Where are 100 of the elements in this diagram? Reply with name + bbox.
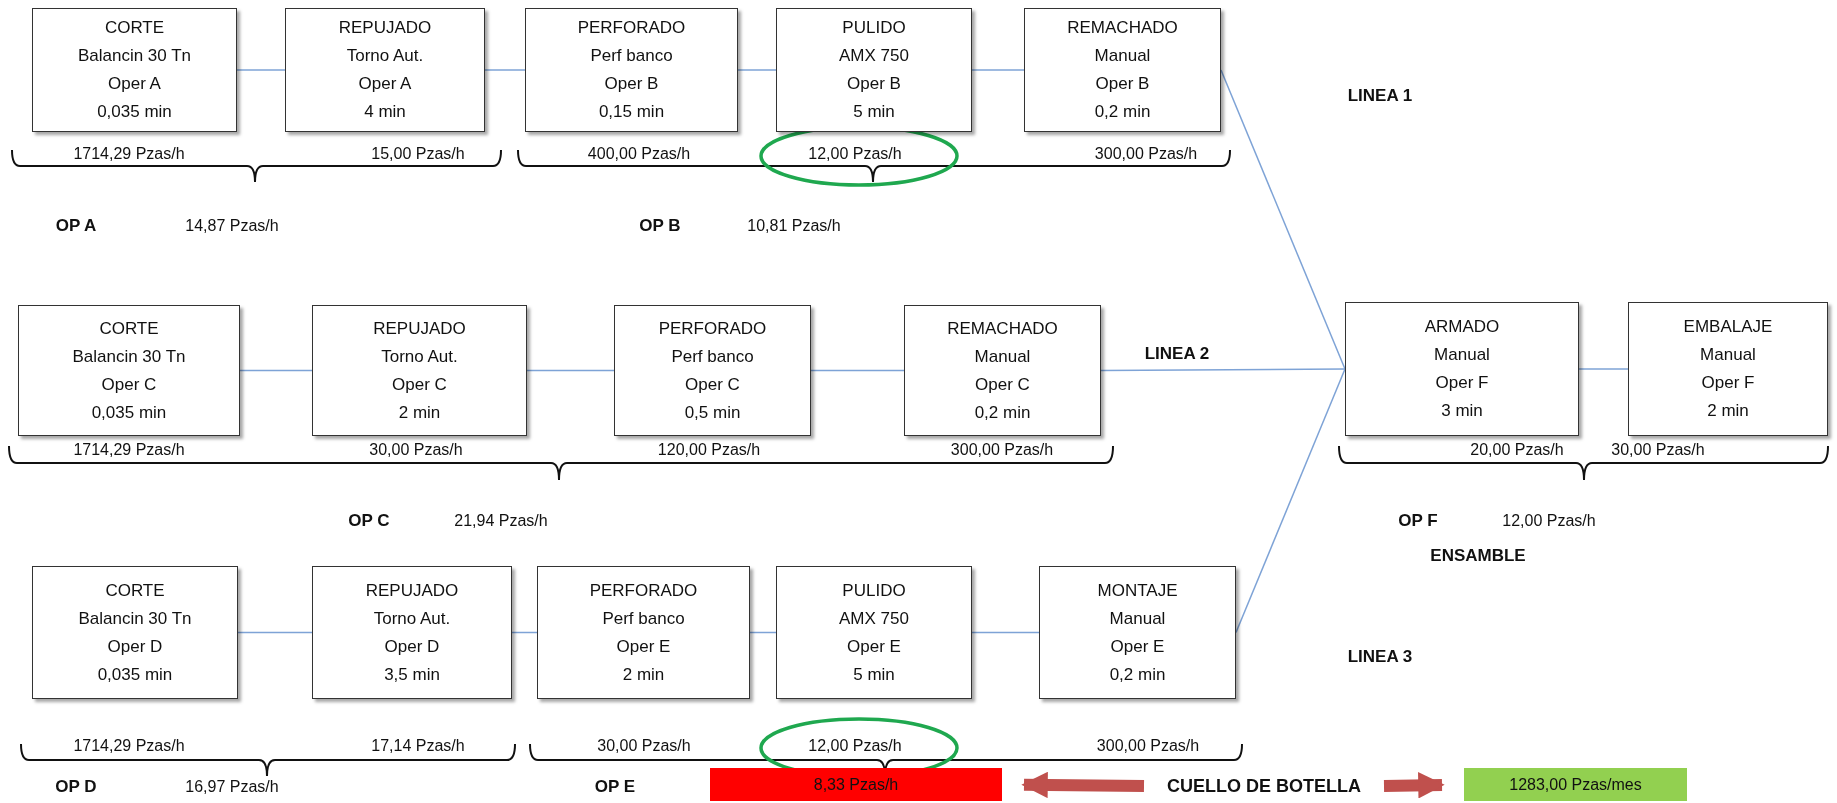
rate-value: 15,00 Pzas/h (371, 145, 465, 163)
process-box (1024, 8, 1221, 132)
connector-line (1100, 368, 1346, 372)
rate-value: 21,94 Pzas/h (454, 512, 548, 530)
step-title: PULIDO (842, 579, 906, 602)
process-box (1345, 302, 1579, 436)
connector-line (236, 69, 286, 71)
rate-value: 400,00 Pzas/h (587, 145, 691, 163)
step-title: REMACHADO (1067, 17, 1178, 39)
connector-line (737, 69, 777, 71)
block-arrow (1021, 771, 1145, 799)
connector-line (237, 631, 313, 634)
step-detail: 0,2 min (1094, 101, 1151, 123)
step-detail: 0,2 min (1109, 663, 1166, 686)
step-detail: 2 min (398, 401, 441, 424)
step-detail: Perf banco (590, 45, 673, 67)
rate-value: 12,00 Pzas/h (808, 737, 902, 755)
step-detail: Oper C (101, 373, 157, 396)
step-title: PULIDO (842, 17, 906, 39)
rate-value: 12,00 Pzas/h (808, 145, 902, 163)
process-box (1628, 302, 1828, 436)
section-label: LINEA 1 (1347, 86, 1413, 106)
step-detail: Oper C (392, 373, 447, 396)
process-box (1039, 566, 1236, 699)
step-title: CORTE (99, 317, 159, 340)
step-detail: Oper B (604, 73, 659, 95)
bottleneck-text: CUELLO DE BOTELLA (1167, 775, 1361, 798)
step-detail: Oper E (847, 635, 901, 658)
step-detail: Oper A (108, 73, 161, 95)
rate-value: 17,14 Pzas/h (371, 737, 465, 755)
step-title: MONTAJE (1097, 579, 1178, 602)
step-detail: Perf banco (602, 607, 685, 630)
connector-line (1578, 368, 1629, 370)
step-detail: Oper E (1110, 635, 1165, 658)
step-detail: 5 min (853, 101, 895, 123)
step-detail: Oper F (1701, 372, 1755, 394)
connector-line (810, 369, 905, 372)
step-title: PERFORADO (658, 317, 767, 340)
step-detail: Oper B (847, 73, 901, 95)
process-box (285, 8, 485, 132)
step-title: PERFORADO (589, 579, 698, 602)
step-title: EMBALAJE (1683, 316, 1773, 338)
value-text: 8,33 Pzas/h (813, 774, 899, 795)
step-detail: AMX 750 (839, 45, 909, 67)
step-detail: Manual (1700, 344, 1756, 366)
step-detail: 2 min (622, 663, 665, 686)
process-box (904, 305, 1101, 436)
process-box (525, 8, 738, 132)
connector-line (971, 69, 1025, 71)
rate-value: 1714,29 Pzas/h (73, 145, 185, 163)
step-title: REPUJADO (365, 579, 459, 602)
step-detail: Perf banco (671, 345, 754, 368)
step-detail: 0,035 min (97, 663, 173, 686)
process-box (776, 8, 972, 132)
step-title: CORTE (105, 579, 165, 602)
rate-value: 16,97 Pzas/h (185, 778, 279, 796)
step-detail: Torno Aut. (381, 345, 458, 368)
section-label: OP A (55, 216, 97, 236)
step-detail: Balancin 30 Tn (72, 345, 186, 368)
rate-value: 1714,29 Pzas/h (73, 737, 185, 755)
section-label: OP C (348, 511, 390, 531)
section-label: LINEA 3 (1347, 647, 1413, 667)
process-box (537, 566, 750, 699)
rate-value: 10,81 Pzas/h (747, 217, 841, 235)
step-title: ARMADO (1424, 316, 1500, 338)
step-detail: Oper C (975, 373, 1030, 396)
step-title: REPUJADO (338, 17, 432, 39)
step-detail: 0,15 min (598, 101, 665, 123)
step-detail: Oper D (107, 635, 163, 658)
rate-value: 12,00 Pzas/h (1502, 512, 1596, 530)
rate-value: 30,00 Pzas/h (597, 737, 691, 755)
process-box (32, 566, 238, 699)
process-box (312, 566, 512, 699)
step-detail: 0,035 min (97, 101, 172, 123)
process-box (18, 305, 240, 436)
step-detail: 3 min (1441, 400, 1483, 422)
step-detail: Oper F (1435, 372, 1489, 394)
output-bar (1464, 768, 1687, 801)
step-title: REPUJADO (373, 317, 466, 340)
step-detail: Oper A (358, 73, 412, 95)
step-title: PERFORADO (577, 17, 686, 39)
connector-line (1220, 69, 1346, 370)
result-bar (710, 768, 1002, 801)
step-detail: Manual (1109, 607, 1166, 630)
step-detail: 0,035 min (91, 401, 167, 424)
process-box (614, 305, 811, 436)
connector-line (1235, 368, 1346, 634)
step-detail: Torno Aut. (373, 607, 451, 630)
section-label: OP E (594, 777, 636, 797)
section-label: OP D (55, 777, 97, 797)
step-detail: 2 min (1707, 400, 1749, 422)
value-text: 1283,00 Pzas/mes (1509, 774, 1642, 795)
rate-value: 300,00 Pzas/h (1094, 145, 1198, 163)
step-detail: 4 min (364, 101, 406, 123)
step-detail: 3,5 min (384, 663, 440, 686)
step-detail: 0,2 min (974, 401, 1031, 424)
connector-line (971, 631, 1040, 634)
step-detail: 5 min (853, 663, 895, 686)
step-detail: Torno Aut. (346, 45, 424, 67)
step-detail: Balancin 30 Tn (78, 607, 192, 630)
